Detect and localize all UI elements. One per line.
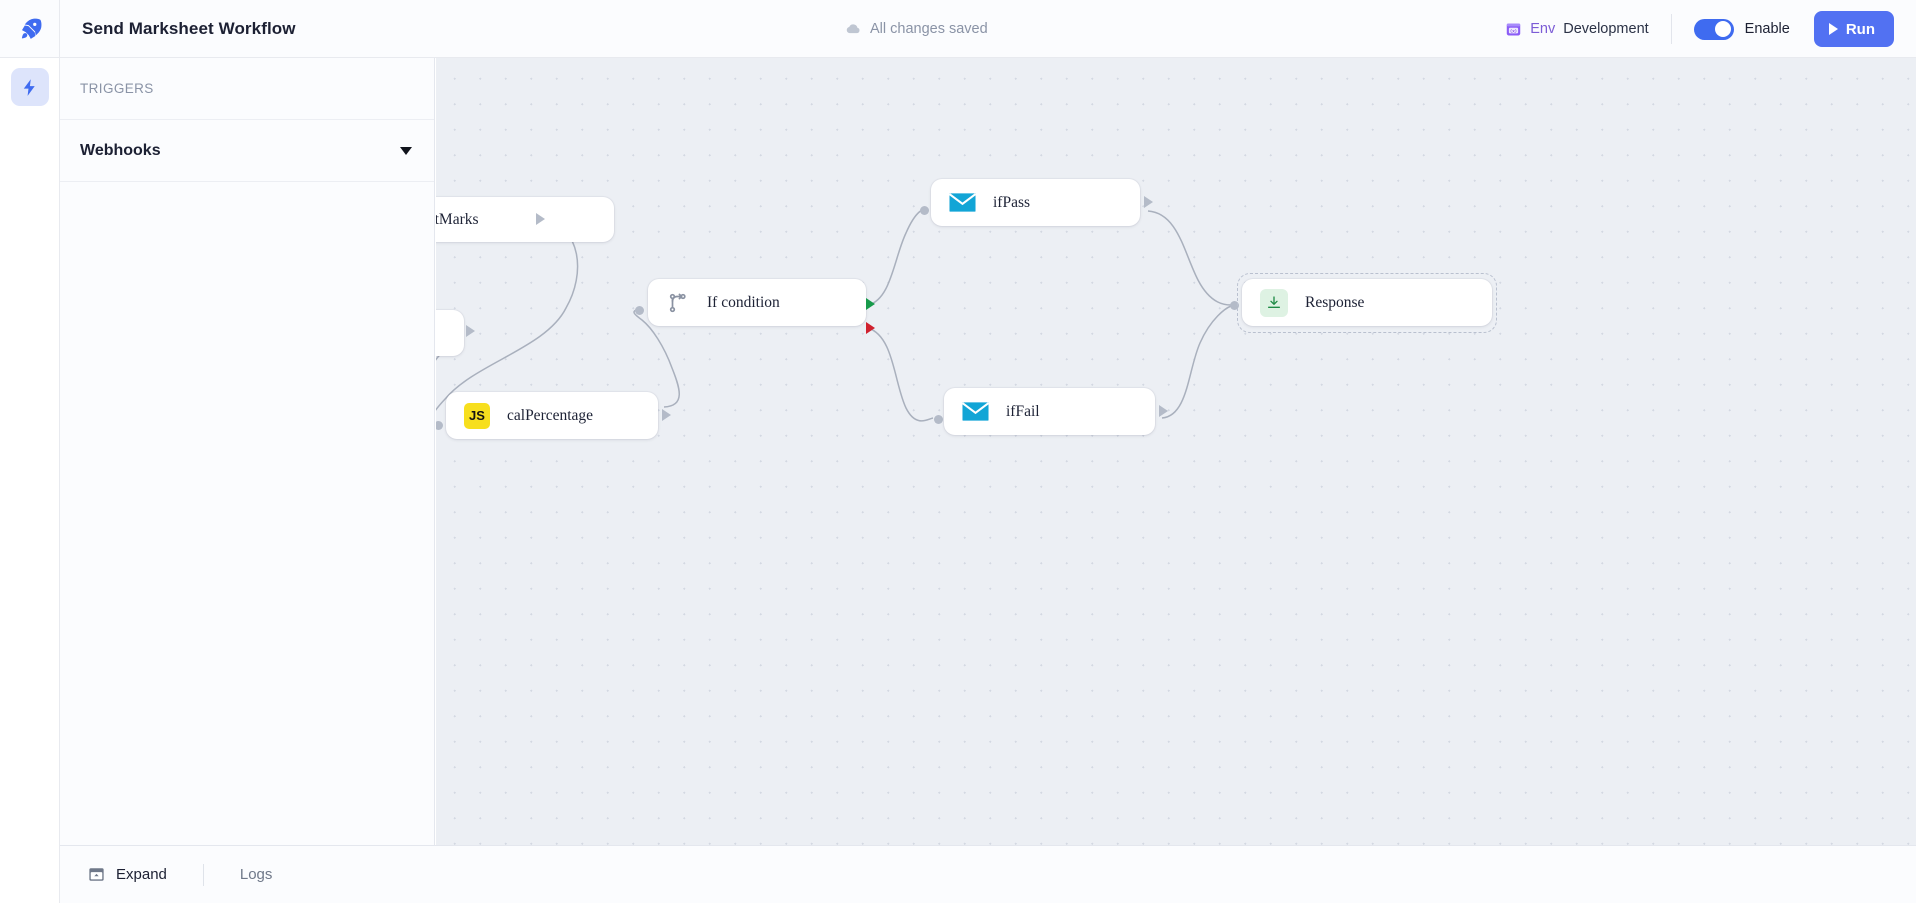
run-button[interactable]: Run — [1813, 11, 1894, 47]
enable-toggle-group[interactable]: Enable — [1693, 18, 1814, 40]
footer-divider — [202, 863, 204, 886]
expand-label: Expand — [116, 866, 167, 883]
node-output-port[interactable] — [466, 325, 475, 337]
env-label: Env — [1530, 21, 1556, 37]
canvas-node-clipped[interactable] — [436, 310, 464, 356]
save-status-text: All changes saved — [870, 21, 988, 37]
enable-toggle[interactable] — [1693, 18, 1734, 40]
run-button-label: Run — [1845, 20, 1875, 38]
enable-label: Enable — [1744, 21, 1790, 37]
workflow-canvas[interactable]: getMarks JS calPercentage If con — [436, 58, 1916, 845]
node-output-port[interactable] — [1144, 196, 1153, 208]
env-value: Development — [1563, 21, 1649, 37]
node-label: ifPass — [993, 193, 1031, 211]
caret-down-icon[interactable] — [400, 146, 412, 155]
toggle-knob — [1715, 21, 1732, 37]
expand-button[interactable]: Expand — [88, 866, 167, 883]
app-logo-button[interactable] — [0, 0, 60, 58]
node-output-port[interactable] — [662, 409, 671, 421]
canvas-node-getmarks[interactable]: getMarks — [436, 197, 614, 242]
if-false-output-port[interactable] — [866, 322, 875, 334]
node-input-port[interactable] — [934, 415, 943, 424]
sidebar-item-label: Webhooks — [80, 141, 161, 159]
workflow-title: Send Marksheet Workflow — [82, 18, 296, 38]
lightning-bolt-icon — [20, 78, 39, 97]
environment-selector[interactable]: (x) Env Development — [1505, 21, 1668, 38]
node-label: getMarks — [436, 210, 479, 228]
canvas-node-iffail[interactable]: ifFail — [944, 388, 1155, 435]
connection-edges — [436, 208, 1232, 424]
rocket-icon — [17, 16, 43, 42]
top-bar-actions: (x) Env Development Enable Run — [1505, 0, 1894, 58]
node-input-port[interactable] — [635, 306, 644, 315]
response-icon — [1260, 288, 1288, 317]
node-output-port[interactable] — [536, 213, 545, 225]
sidebar-item-webhooks[interactable]: Webhooks — [60, 120, 434, 182]
play-icon — [1828, 23, 1838, 35]
sidebar-item-triggers[interactable] — [10, 68, 49, 106]
node-output-port[interactable] — [1159, 405, 1168, 417]
logs-button[interactable]: Logs — [240, 866, 273, 883]
email-icon — [962, 398, 989, 425]
node-label: If condition — [707, 293, 780, 311]
node-label: ifFail — [1006, 402, 1040, 420]
node-input-port[interactable] — [1230, 301, 1239, 310]
logs-label: Logs — [239, 866, 273, 883]
if-branch-icon — [666, 291, 690, 315]
top-bar: Send Marksheet Workflow All changes save… — [0, 0, 1916, 58]
save-status: All changes saved — [845, 0, 988, 58]
if-true-output-port[interactable] — [866, 298, 875, 310]
js-icon: JS — [464, 402, 490, 429]
env-variable-icon: (x) — [1505, 21, 1522, 38]
canvas-node-response[interactable]: Response — [1242, 279, 1492, 326]
svg-text:(x): (x) — [1511, 28, 1518, 34]
toolbar-divider — [1670, 14, 1672, 44]
left-rail — [0, 58, 60, 903]
triggers-sidebar: TRIGGERS Webhooks — [60, 58, 435, 903]
bottom-bar: Expand Logs — [60, 845, 1916, 903]
canvas-node-ifpass[interactable]: ifPass — [931, 179, 1140, 226]
node-input-port[interactable] — [436, 421, 443, 430]
cloud-icon — [845, 21, 861, 37]
canvas-node-if-condition[interactable]: If condition — [648, 279, 866, 326]
node-label: Response — [1305, 293, 1365, 311]
sidebar-section-title: TRIGGERS — [60, 58, 434, 120]
node-label: calPercentage — [507, 406, 594, 424]
canvas-node-calpercentage[interactable]: JS calPercentage — [446, 392, 658, 439]
node-input-port[interactable] — [920, 206, 929, 215]
expand-panel-icon — [88, 866, 105, 883]
email-icon — [949, 189, 976, 216]
